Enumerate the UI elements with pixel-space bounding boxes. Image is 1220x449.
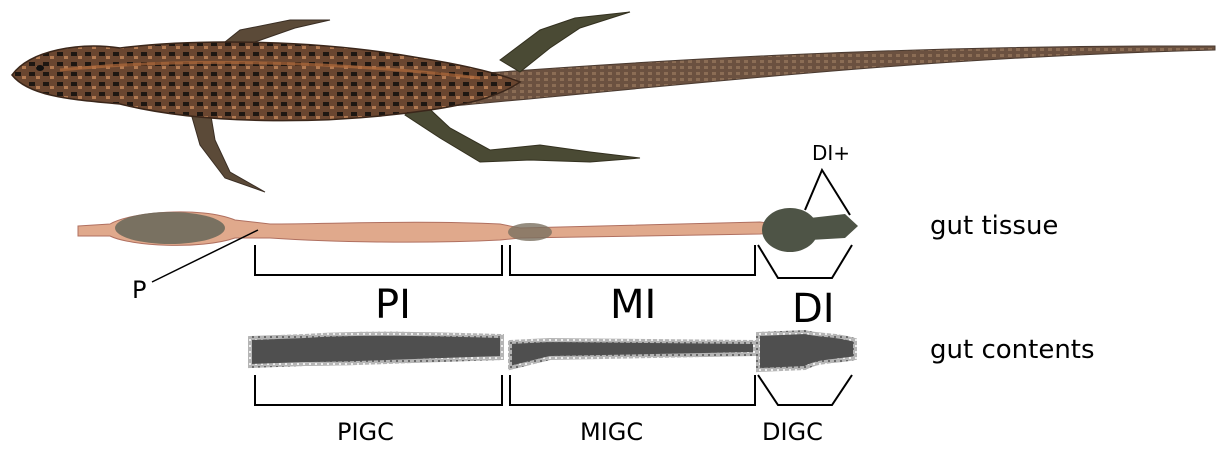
gut-distal-bulge: [762, 208, 818, 252]
bracket-middle-contents: [510, 375, 755, 405]
bracket-proximal-contents: [255, 375, 502, 405]
lizard-photo: [12, 12, 1215, 192]
gut-contents-proximal: [250, 334, 502, 366]
label-pylorus: P: [132, 276, 146, 304]
label-proximal-intestine: PI: [375, 282, 411, 328]
lizard-hind-leg-lower: [405, 100, 640, 162]
lizard-eye: [36, 65, 44, 71]
lizard-body: [12, 42, 520, 121]
gut-proximal-bulge: [115, 212, 225, 244]
bracket-distal-tissue: [758, 245, 852, 278]
gut-tissue-specimen: [78, 208, 858, 252]
label-middle-intestine: MI: [610, 282, 656, 328]
label-gut-tissue: gut tissue: [930, 211, 1058, 241]
gut-contents-specimen: [250, 332, 855, 370]
gut-distal-end: [810, 214, 858, 240]
gut-contents-distal: [758, 332, 855, 370]
gut-middle-bulge: [508, 223, 552, 241]
label-gut-contents: gut contents: [930, 335, 1095, 365]
label-distal-intestine: DI: [792, 286, 835, 332]
bracket-distal-contents: [758, 375, 852, 405]
gut-contents-middle: [510, 340, 755, 368]
label-distal-plus: DI+: [812, 141, 850, 165]
bracket-middle-tissue: [510, 245, 755, 275]
bracket-proximal-tissue: [255, 245, 502, 275]
lizard-front-leg-lower: [190, 110, 265, 192]
label-middle-contents: MIGC: [580, 418, 643, 446]
distal-plus-pointer: [805, 170, 850, 215]
label-proximal-contents: PIGC: [337, 418, 394, 446]
label-distal-contents: DIGC: [762, 418, 823, 446]
lizard-hind-leg-upper: [500, 12, 630, 72]
